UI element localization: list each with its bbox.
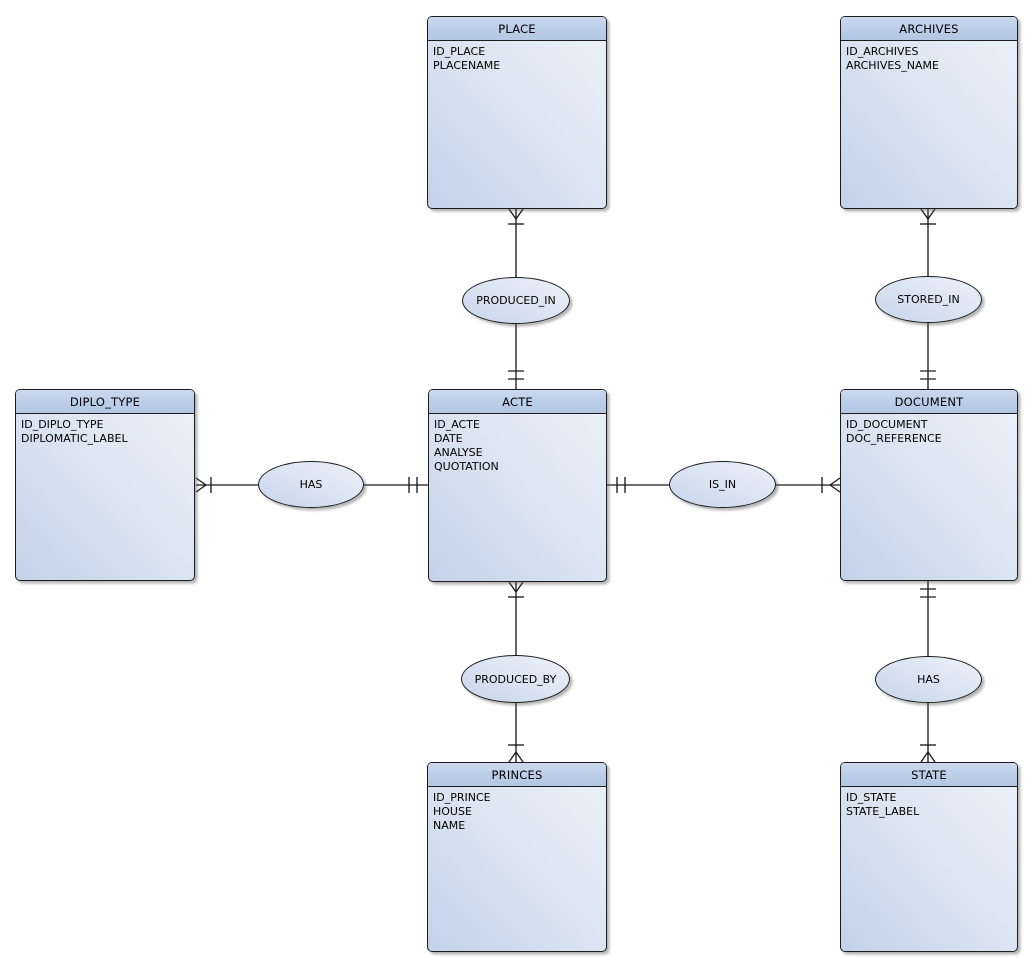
- entity-diplo-type[interactable]: DIPLO_TYPE ID_DIPLO_TYPE DIPLOMATIC_LABE…: [15, 389, 195, 581]
- attribute: ID_STATE: [846, 791, 897, 804]
- attribute: ID_DIPLO_TYPE: [21, 418, 104, 431]
- relationship-has-diplo-acte[interactable]: HAS: [258, 461, 364, 508]
- attribute: ID_ARCHIVES: [846, 45, 919, 58]
- entity-state[interactable]: STATE ID_STATE STATE_LABEL: [840, 762, 1018, 952]
- entity-title: DOCUMENT: [841, 390, 1017, 414]
- attribute: DATE: [434, 432, 463, 445]
- entity-princes[interactable]: PRINCES ID_PRINCE HOUSE NAME: [427, 762, 607, 952]
- entity-attribute-list: ID_PLACE PLACENAME: [428, 41, 606, 73]
- entity-title: DIPLO_TYPE: [16, 390, 194, 414]
- attribute: DOC_REFERENCE: [846, 432, 942, 445]
- entity-attribute-list: ID_ARCHIVES ARCHIVES_NAME: [841, 41, 1017, 73]
- connector-place-produced_in: [508, 208, 524, 389]
- attribute: ID_PLACE: [433, 45, 486, 58]
- entity-title: ARCHIVES: [841, 17, 1017, 41]
- attribute: STATE_LABEL: [846, 805, 920, 818]
- connector-acte-is_in: [607, 477, 841, 493]
- entity-attribute-list: ID_STATE STATE_LABEL: [841, 787, 1017, 819]
- entity-attribute-list: ID_PRINCE HOUSE NAME: [428, 787, 606, 833]
- relationship-produced-by[interactable]: PRODUCED_BY: [461, 655, 570, 703]
- attribute: HOUSE: [433, 805, 472, 818]
- entity-attribute-list: ID_DOCUMENT DOC_REFERENCE: [841, 414, 1017, 446]
- attribute: QUOTATION: [434, 460, 499, 473]
- entity-attribute-list: ID_ACTE DATE ANALYSE QUOTATION: [429, 414, 606, 474]
- entity-title: PLACE: [428, 17, 606, 41]
- entity-attribute-list: ID_DIPLO_TYPE DIPLOMATIC_LABEL: [16, 414, 194, 446]
- attribute: PLACENAME: [433, 59, 501, 72]
- entity-place[interactable]: PLACE ID_PLACE PLACENAME: [427, 16, 607, 209]
- entity-title: ACTE: [429, 390, 606, 414]
- relationship-stored-in[interactable]: STORED_IN: [875, 276, 982, 323]
- attribute: ID_DOCUMENT: [846, 418, 928, 431]
- entity-acte[interactable]: ACTE ID_ACTE DATE ANALYSE QUOTATION: [428, 389, 607, 582]
- relationship-is-in[interactable]: IS_IN: [669, 461, 776, 508]
- entity-archives[interactable]: ARCHIVES ID_ARCHIVES ARCHIVES_NAME: [840, 16, 1018, 209]
- connector-diplo_type-has: [195, 477, 428, 493]
- attribute: ID_ACTE: [434, 418, 480, 431]
- attribute: ANALYSE: [434, 446, 483, 459]
- entity-title: STATE: [841, 763, 1017, 787]
- attribute: ID_PRINCE: [433, 791, 491, 804]
- connector-document-has: [920, 581, 936, 763]
- connector-acte-produced_by: [508, 581, 524, 763]
- attribute: ARCHIVES_NAME: [846, 59, 939, 72]
- connector-archives-stored_in: [920, 208, 936, 389]
- relationship-has-document-state[interactable]: HAS: [875, 656, 982, 703]
- relationship-produced-in[interactable]: PRODUCED_IN: [462, 277, 570, 324]
- attribute: DIPLOMATIC_LABEL: [21, 432, 128, 445]
- entity-title: PRINCES: [428, 763, 606, 787]
- entity-document[interactable]: DOCUMENT ID_DOCUMENT DOC_REFERENCE: [840, 389, 1018, 581]
- attribute: NAME: [433, 819, 466, 832]
